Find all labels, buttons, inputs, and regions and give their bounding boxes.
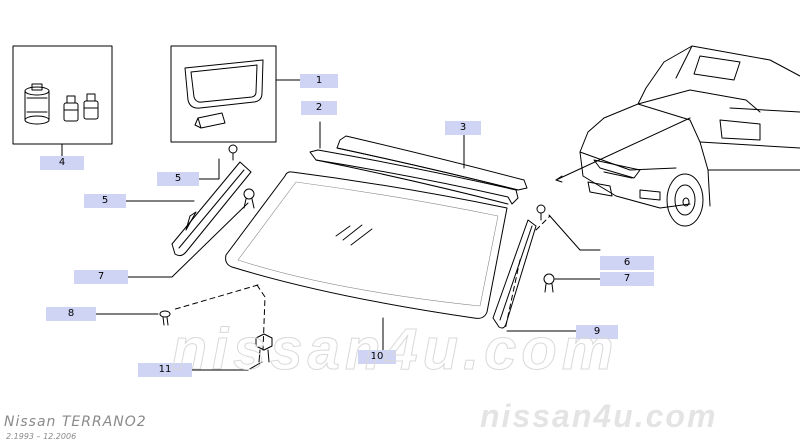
primer-bottle-icon xyxy=(83,93,99,120)
vehicle-illustration xyxy=(555,45,800,227)
pillar-moulding-right xyxy=(492,219,537,329)
callout-7-left[interactable]: 7 xyxy=(74,270,128,284)
adhesive-kit-box xyxy=(12,45,113,145)
callout-4[interactable]: 4 xyxy=(40,156,84,170)
callout-11[interactable]: 11 xyxy=(138,363,192,377)
callout-5-left[interactable]: 5 xyxy=(157,172,199,186)
callout-6[interactable]: 5 xyxy=(84,194,126,208)
callout-7-right[interactable]: 7 xyxy=(600,272,654,286)
primer-bottle-icon xyxy=(63,95,79,122)
moulding-kit-box xyxy=(170,45,277,143)
callout-2[interactable]: 2 xyxy=(301,101,337,115)
production-years-label: 2.1993 – 12.2006 xyxy=(6,432,77,441)
bolt-icon xyxy=(159,310,171,326)
clip-icon xyxy=(536,204,546,221)
callout-9[interactable]: 9 xyxy=(576,325,618,339)
clip-icon xyxy=(228,144,238,161)
roof-moulding-upper xyxy=(336,135,528,191)
windshield-glass xyxy=(225,171,508,319)
pillar-moulding-left xyxy=(171,161,252,257)
retainer-clip-icon xyxy=(255,333,273,363)
callout-10[interactable]: 10 xyxy=(358,350,396,364)
watermark-center: nissan4u.com xyxy=(171,317,619,383)
adhesive-can-icon xyxy=(24,83,50,125)
callout-1[interactable]: 1 xyxy=(300,74,338,88)
leader-lines xyxy=(171,215,551,351)
callout-8[interactable]: 8 xyxy=(46,307,96,321)
watermark-corner: nissan4u.com xyxy=(480,398,718,434)
callout-5-right[interactable]: 6 xyxy=(600,256,654,270)
vehicle-model-label: Nissan TERRANO2 xyxy=(4,414,147,430)
callout-3[interactable]: 3 xyxy=(445,121,481,135)
fastener-icon xyxy=(543,273,555,293)
roof-moulding-inner xyxy=(309,149,519,205)
